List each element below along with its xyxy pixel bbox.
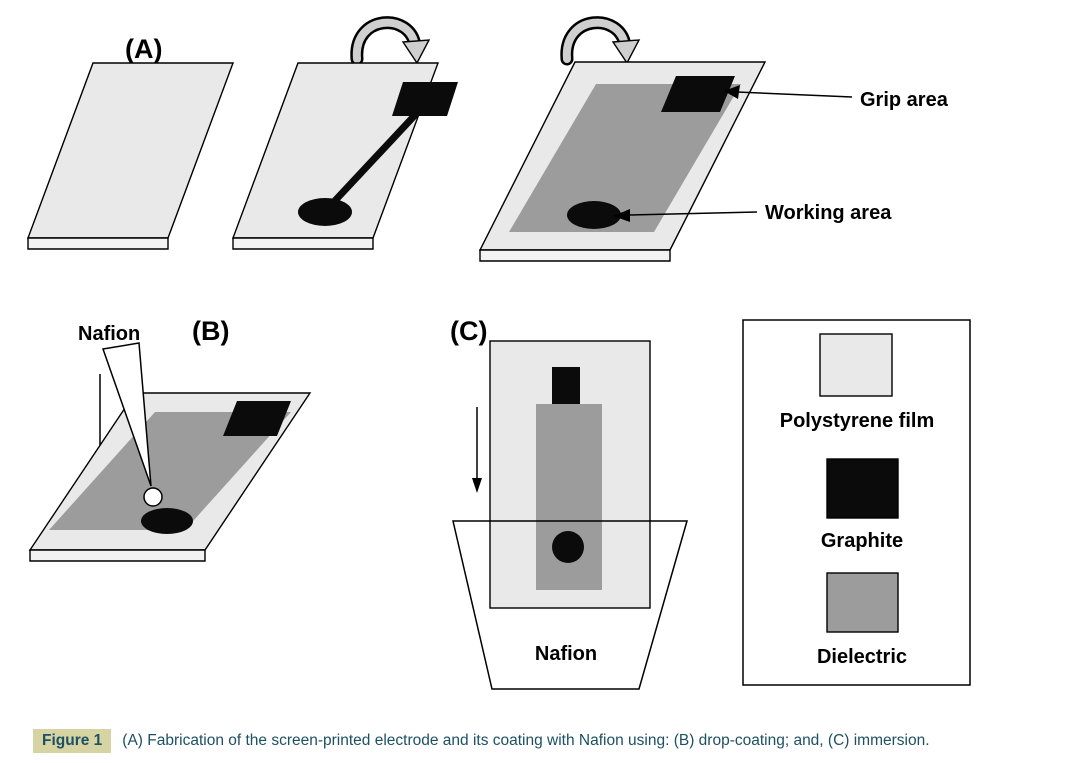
plate-blank-front-edge xyxy=(27,237,169,250)
working-area-arrowhead xyxy=(613,209,630,222)
grip-area-pad xyxy=(661,76,735,112)
working-area-label: Working area xyxy=(765,202,892,224)
grip-area-arrowhead xyxy=(724,85,740,99)
plate-printed xyxy=(231,62,458,250)
working-area-pointer-line xyxy=(627,211,758,216)
plate-blank-top-face xyxy=(26,62,235,239)
strip-working-spot xyxy=(552,531,584,563)
legend-swatch-graphite xyxy=(826,458,899,519)
flip-arrow-1-body xyxy=(352,18,419,63)
flip-arrow-2 xyxy=(560,16,641,66)
flip-arrow-2-head xyxy=(611,39,641,65)
electrode-strip-front xyxy=(489,340,651,609)
graphite-trace xyxy=(327,111,419,209)
grip-area-label: Grip area xyxy=(860,89,949,111)
nafion-droplet xyxy=(143,487,163,507)
legend: Polystyrene film Graphite Dielectric xyxy=(742,319,971,686)
panel-c-down-arrow-head xyxy=(472,478,482,493)
plate-drop-grip-pad xyxy=(223,401,291,436)
plate-printed-front-edge xyxy=(232,237,374,250)
strip-grip-pad xyxy=(552,367,580,404)
figure-svg: (A) Grip area W xyxy=(26,16,971,690)
figure-caption: Figure 1 (A) Fabrication of the screen-p… xyxy=(33,729,1053,753)
legend-label-graphite: Graphite xyxy=(821,530,903,552)
panel-b-nafion-label: Nafion xyxy=(78,323,140,345)
plate-drop-working-spot xyxy=(141,508,193,534)
panel-c-label: (C) xyxy=(450,316,487,346)
grip-area-pointer-line xyxy=(736,91,853,98)
legend-swatch-polystyrene xyxy=(819,333,893,397)
figure-caption-label: Figure 1 xyxy=(33,729,112,753)
nafion-beaker: Nafion xyxy=(452,520,688,690)
graphite-working-spot xyxy=(298,198,352,226)
panel-c-down-arrow xyxy=(472,407,482,493)
flip-arrow-2-body xyxy=(562,18,629,63)
pipette-cone xyxy=(101,342,152,487)
panel-b-label: (B) xyxy=(192,316,229,346)
plate-drop-coating xyxy=(28,392,312,562)
legend-label-polystyrene: Polystyrene film xyxy=(780,410,935,432)
plate-coated-front-edge xyxy=(479,249,671,262)
legend-label-dielectric: Dielectric xyxy=(817,646,907,668)
pipette xyxy=(101,342,163,507)
panel-c-nafion-label: Nafion xyxy=(535,643,597,665)
flip-arrow-1 xyxy=(350,16,431,66)
legend-swatch-dielectric xyxy=(826,572,899,633)
flip-arrow-1-head xyxy=(401,39,431,65)
grip-area-annotation: Grip area xyxy=(724,85,949,111)
figure-caption-text: (A) Fabrication of the screen-printed el… xyxy=(122,732,930,749)
plate-drop-front-edge xyxy=(29,549,206,562)
graphite-contact-pad xyxy=(392,82,458,116)
working-area-spot xyxy=(567,201,621,229)
plate-blank xyxy=(26,62,235,250)
dielectric-layer xyxy=(509,84,741,232)
working-area-annotation: Working area xyxy=(613,202,892,224)
panel-a-label: (A) xyxy=(125,34,162,64)
plate-coated xyxy=(478,61,767,262)
plate-drop-dielectric-layer xyxy=(49,412,291,530)
beaker-outline xyxy=(452,520,688,690)
